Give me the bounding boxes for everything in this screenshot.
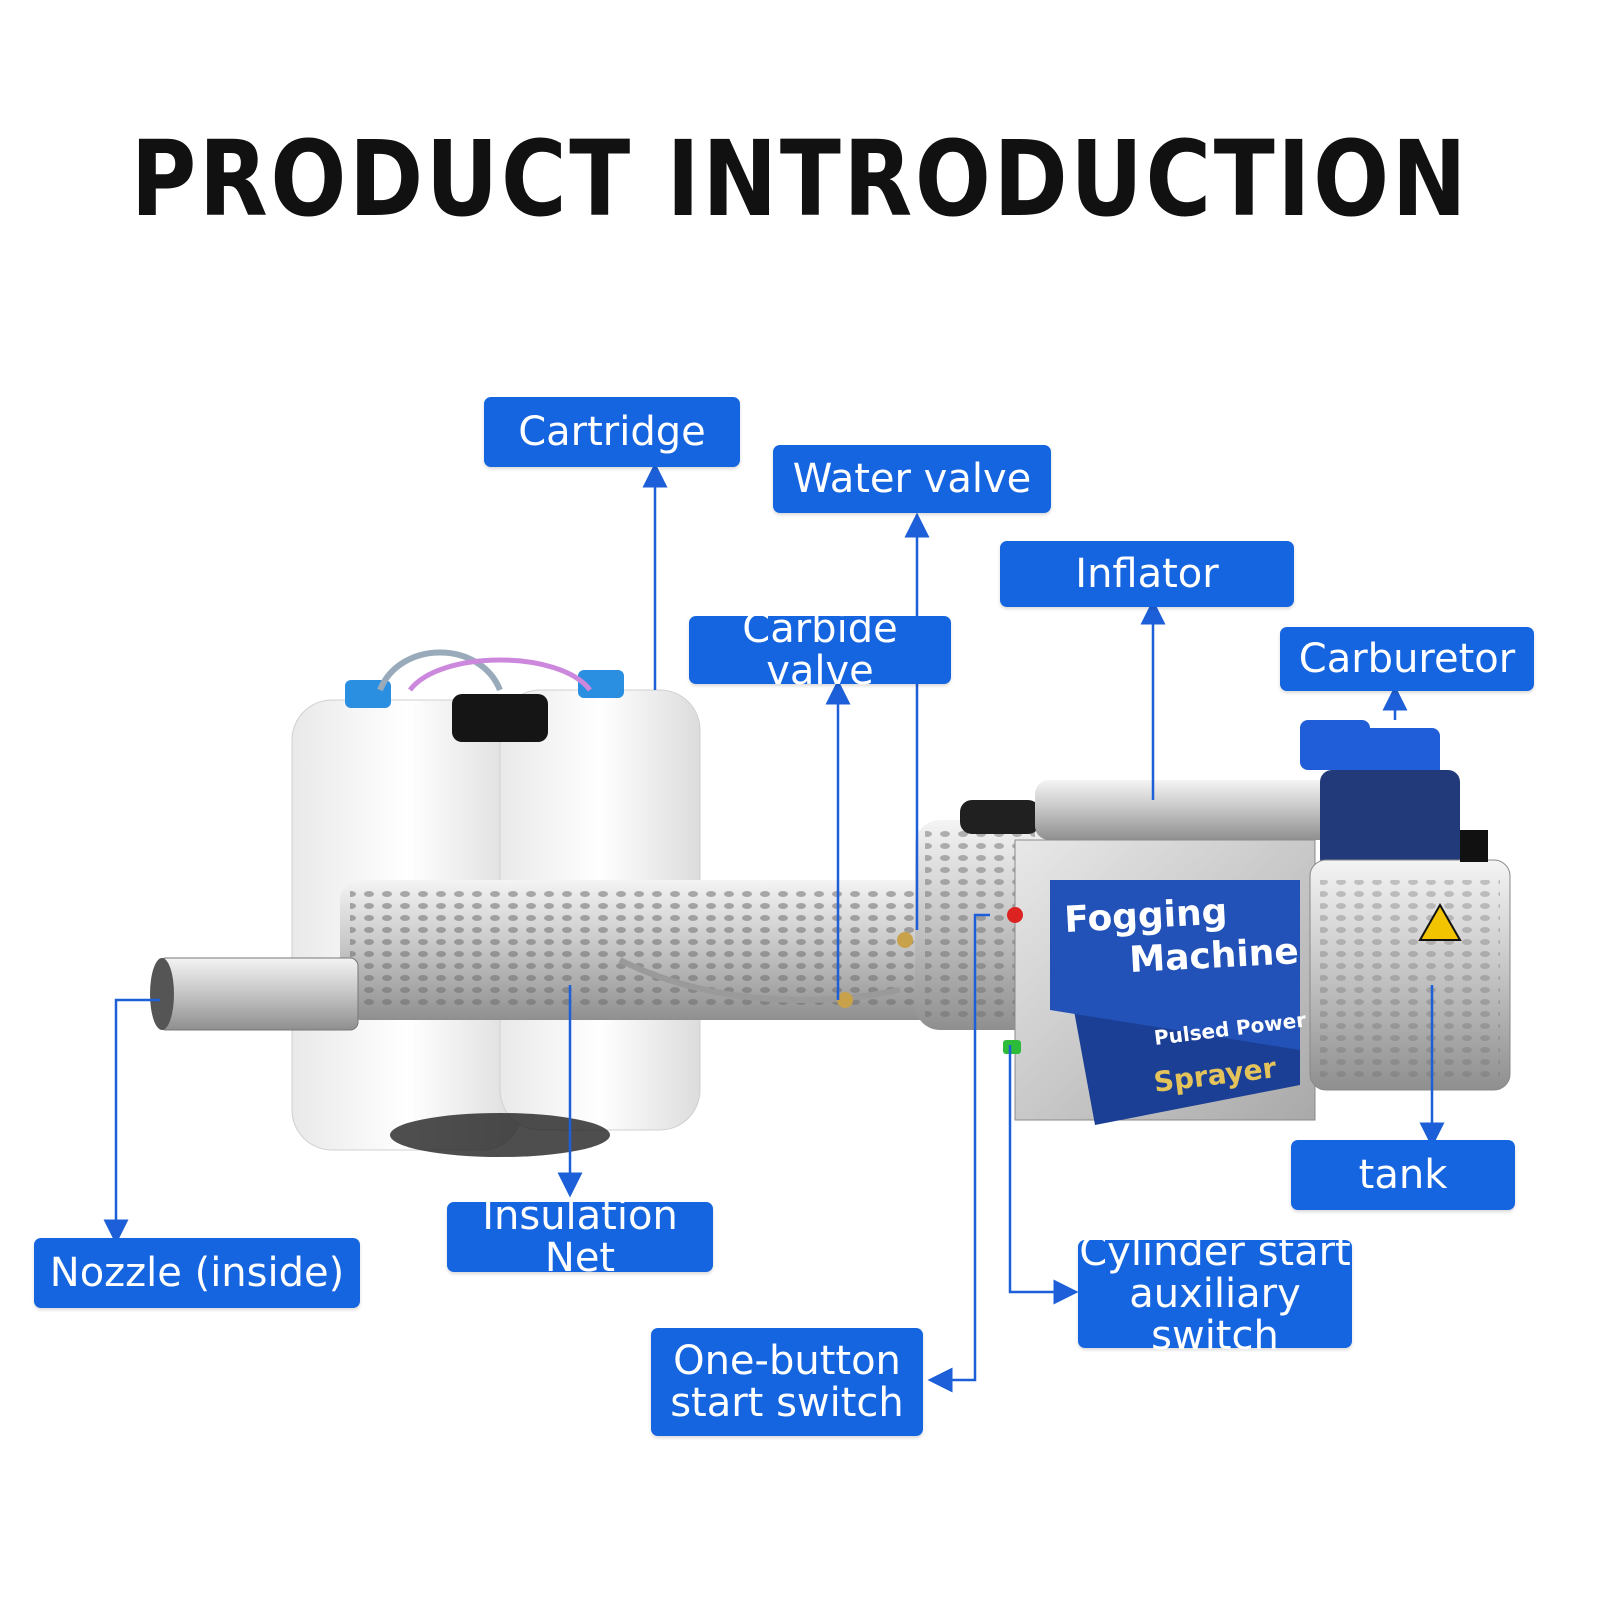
brand-text-1: Fogging (1063, 892, 1228, 941)
label-cartridge: Cartridge (484, 397, 740, 467)
label-carbide-valve-text: Carbide valve (742, 606, 898, 694)
label-one-button-line2: start switch (670, 1380, 904, 1426)
label-tank-text: tank (1358, 1152, 1448, 1198)
label-nozzle-text: Nozzle (inside) (49, 1250, 345, 1296)
nozzle-pipe (150, 957, 359, 1031)
annotation-arrows (103, 462, 1445, 1393)
label-one-button-line1: One-button (673, 1338, 901, 1384)
label-inflator: Inflator (1000, 541, 1294, 607)
label-cylinder-start-line2: auxiliary switch (1129, 1271, 1301, 1359)
label-cylinder-start-line1: Cylinder start (1079, 1229, 1351, 1275)
fuel-tank (1309, 830, 1511, 1091)
label-inflator-text: Inflator (1075, 551, 1219, 597)
label-tank: tank (1291, 1140, 1515, 1210)
brand-text-2: Machine (1128, 931, 1299, 981)
page-title: PRODUCT INTRODUCTION (130, 118, 1470, 240)
label-cylinder-start: Cylinder start auxiliary switch (1078, 1231, 1352, 1357)
carburetor-engine (1300, 720, 1460, 870)
inflator-bar (960, 780, 1365, 840)
label-water-valve-text: Water valve (792, 456, 1032, 502)
label-one-button-start: One-button start switch (651, 1328, 923, 1436)
label-nozzle: Nozzle (inside) (34, 1238, 360, 1308)
label-insulation-net-text: Insulation Net (482, 1193, 678, 1281)
insulation-net-barrel (340, 880, 960, 1020)
label-water-valve: Water valve (773, 445, 1051, 513)
label-carburetor-text: Carburetor (1298, 636, 1516, 682)
label-carburetor: Carburetor (1280, 627, 1534, 691)
label-carbide-valve: Carbide valve (689, 608, 951, 692)
main-housing: Fogging Machine Pulsed Power Sprayer (1003, 839, 1316, 1125)
label-cartridge-text: Cartridge (518, 409, 706, 455)
label-insulation-net: Insulation Net (447, 1195, 713, 1279)
